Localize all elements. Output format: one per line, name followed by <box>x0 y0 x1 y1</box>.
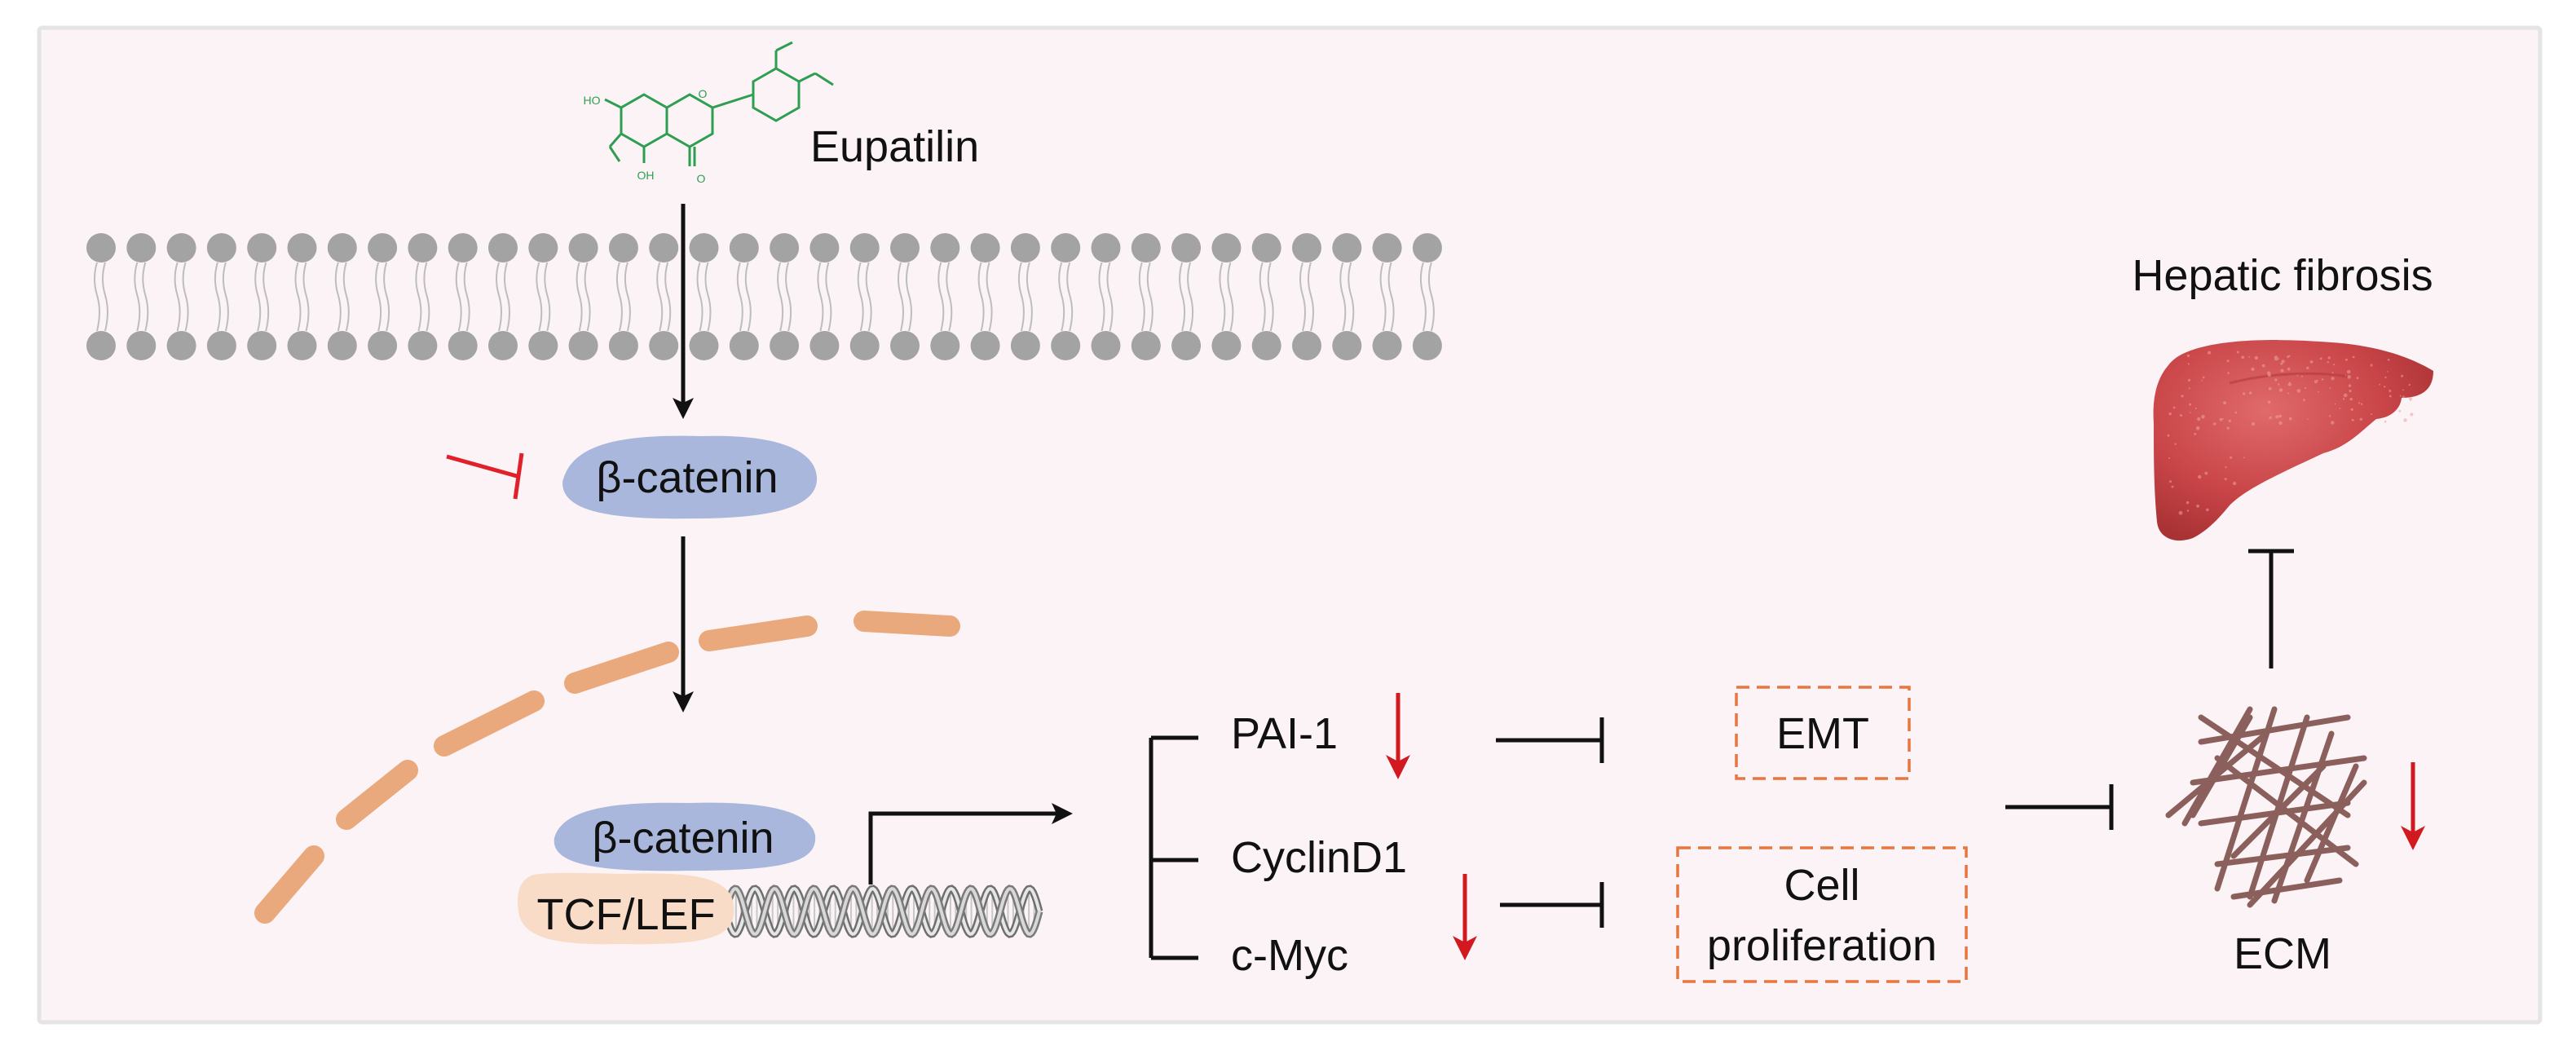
cell-proliferation-label-line2: proliferation <box>1707 921 1937 970</box>
molecule-o-ring-label: O <box>699 87 708 100</box>
molecule-ho-label: HO <box>584 94 601 107</box>
pai1-label: PAI-1 <box>1231 709 1338 758</box>
hepatic-fibrosis-label: Hepatic fibrosis <box>2132 251 2433 300</box>
emt-label: EMT <box>1776 709 1869 758</box>
ecm-label: ECM <box>2234 929 2331 978</box>
eupatilin-label: Eupatilin <box>810 122 979 171</box>
molecule-o-keto-label: O <box>697 172 706 185</box>
cmyc-label: c-Myc <box>1231 931 1348 980</box>
beta-catenin-cyto-label: β-catenin <box>596 453 778 502</box>
cyclind1-label: CyclinD1 <box>1231 833 1407 882</box>
molecule-oh-label: OH <box>637 169 655 182</box>
tcf-lef-label: TCF/LEF <box>536 890 715 939</box>
beta-catenin-nuc-label: β-catenin <box>592 814 774 862</box>
cell-proliferation-label-line1: Cell <box>1784 861 1859 910</box>
